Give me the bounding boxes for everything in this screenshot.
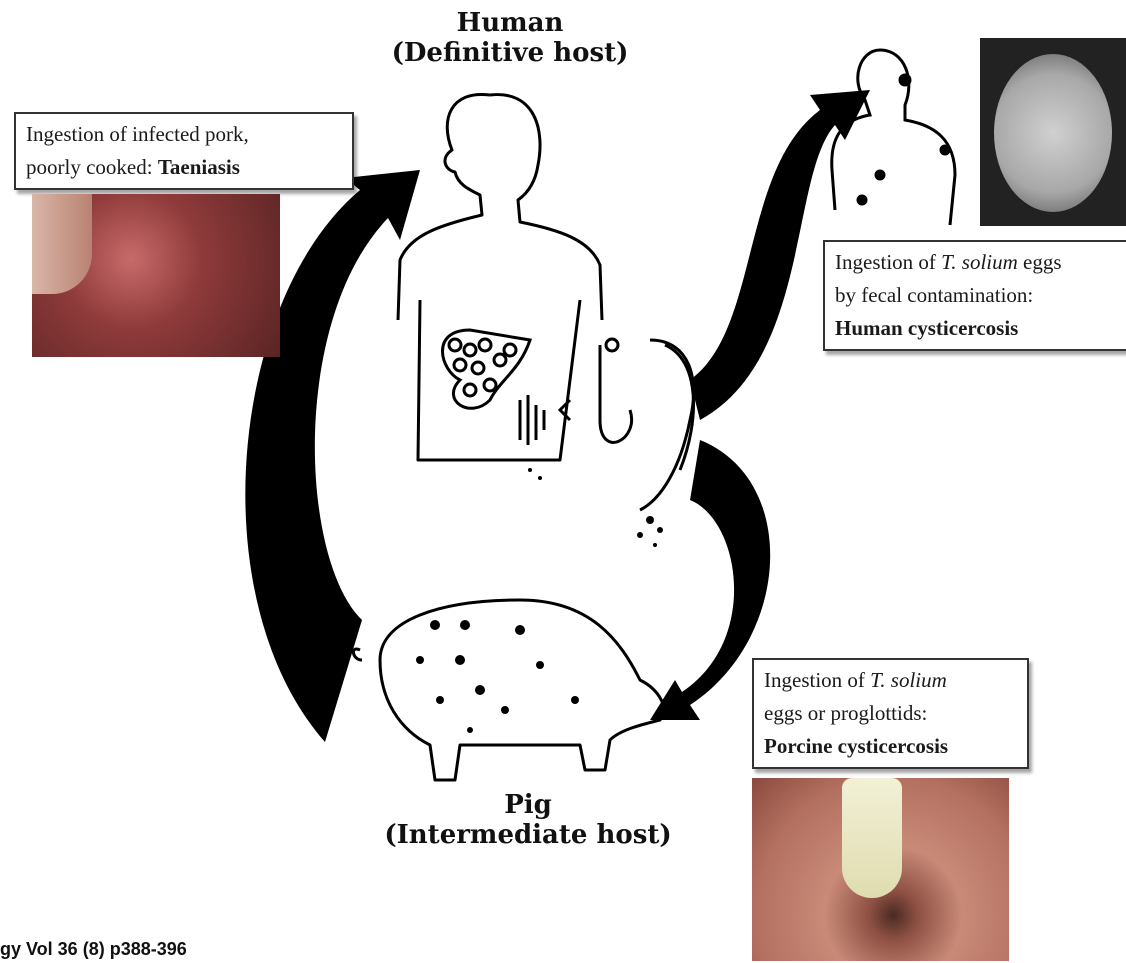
pig-host-title: Pig (Intermediate host): [378, 790, 678, 850]
human-cyst-line1-prefix: Ingestion of: [835, 250, 941, 274]
intestine-sketch: [443, 330, 694, 510]
taeniasis-line2-text: poorly cooked:: [26, 155, 158, 179]
porcine-line1-prefix: Ingestion of: [764, 668, 870, 692]
taeniasis-box: Ingestion of infected pork, poorly cooke…: [14, 112, 354, 190]
infected-pork-photo: [32, 194, 280, 357]
human-cyst-line1: Ingestion of T. solium eggs: [835, 246, 1126, 279]
human-cysticercosis-sketch: [832, 50, 955, 225]
taeniasis-line2: poorly cooked: Taeniasis: [26, 151, 342, 184]
pig-figure: [353, 600, 663, 780]
porcine-species: T. solium: [870, 668, 947, 692]
human-cyst-line1-suffix: eggs: [1018, 250, 1062, 274]
human-cysticercosis-box: Ingestion of T. solium eggs by fecal con…: [823, 240, 1126, 351]
taeniasis-label: Taeniasis: [158, 155, 240, 179]
taeniasis-line1: Ingestion of infected pork,: [26, 118, 342, 151]
human-role: (Definitive host): [380, 38, 640, 68]
human-figure: [398, 94, 602, 460]
porcine-line2: eggs or proglottids:: [764, 697, 1017, 730]
human-label: Human: [380, 8, 640, 38]
human-cyst-line3: Human cysticercosis: [835, 312, 1126, 345]
citation-text: gy Vol 36 (8) p388-396: [0, 939, 187, 960]
human-cyst-species: T. solium: [941, 250, 1018, 274]
human-host-title: Human (Definitive host): [380, 8, 640, 68]
human-cysticercosis-label: Human cysticercosis: [835, 316, 1018, 340]
pig-cyst-dots: [416, 620, 579, 733]
pig-role: (Intermediate host): [378, 820, 678, 850]
porcine-cysticercosis-box: Ingestion of T. solium eggs or proglotti…: [752, 658, 1029, 769]
porcine-line1: Ingestion of T. solium: [764, 664, 1017, 697]
brain-mri-image: [980, 38, 1126, 226]
human-cyst-line2: by fecal contamination:: [835, 279, 1126, 312]
endoscopy-photo: [752, 778, 1009, 961]
porcine-cysticercosis-label: Porcine cysticercosis: [764, 734, 948, 758]
pig-label: Pig: [378, 790, 678, 820]
porcine-line3: Porcine cysticercosis: [764, 730, 1017, 763]
